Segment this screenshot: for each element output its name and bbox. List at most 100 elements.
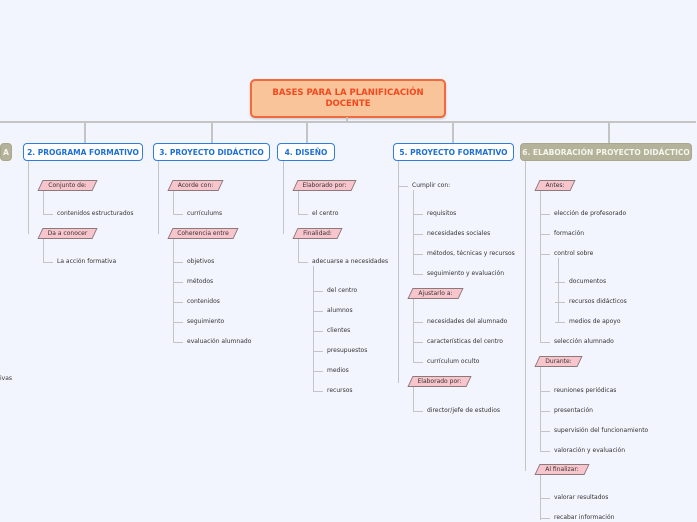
main-topic-2[interactable]: 2. PROGRAMA FORMATIVO	[23, 143, 143, 161]
connector-line	[398, 186, 408, 187]
connector-line	[540, 191, 541, 343]
main-topic-1[interactable]: A	[0, 143, 12, 161]
subtopic-label[interactable]: Durante:	[537, 356, 580, 367]
connector-line	[298, 191, 299, 215]
connector-line	[173, 322, 183, 323]
main-topic-5[interactable]: 5. PROYECTO FORMATIVO	[393, 143, 514, 161]
main-topic-6[interactable]: 6. ELABORACIÓN PROYECTO DIDÁCTICO	[520, 143, 692, 161]
root-topic[interactable]: BASES PARA LA PLANIFICACIÓN DOCENTE	[250, 79, 446, 118]
connector-line	[540, 342, 550, 343]
leaf-item[interactable]: del centro	[327, 287, 358, 294]
leaf-item[interactable]: requisitos	[427, 210, 457, 217]
connector-line	[306, 121, 308, 143]
connector-line	[313, 331, 323, 332]
connector-line	[540, 367, 541, 451]
connector-line	[540, 391, 550, 392]
leaf-item[interactable]: medios de apoyo	[569, 318, 621, 325]
leaf-item[interactable]: adecuarse a necesidades	[312, 258, 389, 265]
leaf-item[interactable]: evaluación alumnado	[187, 338, 252, 345]
leaf-item[interactable]: documentos	[569, 278, 607, 285]
subtopic-label[interactable]: Finalidad:	[295, 228, 340, 239]
leaf-item[interactable]: supervisión del funcionamiento	[554, 427, 649, 434]
connector-line	[313, 351, 323, 352]
leaf-item[interactable]: métodos	[187, 278, 214, 285]
subtopic-label[interactable]: Ajustarlo a:	[410, 288, 461, 299]
subtopic-label[interactable]: Conjunto de:	[40, 180, 95, 191]
leaf-item[interactable]: valorar resultados	[554, 494, 609, 501]
leaf-item[interactable]: control sobre	[554, 250, 594, 257]
connector-line	[346, 117, 348, 122]
connector-line	[313, 371, 323, 372]
connector-line	[173, 302, 183, 303]
connector-line	[173, 214, 183, 215]
main-topic-4[interactable]: 4. DISEÑO	[277, 143, 335, 161]
connector-line	[452, 121, 454, 143]
leaf-item[interactable]: contenidos	[187, 298, 220, 305]
connector-line	[313, 311, 323, 312]
leaf-item[interactable]: currículums	[187, 210, 223, 217]
leaf-item[interactable]: medios	[327, 367, 349, 374]
leaf-item[interactable]: presupuestos	[327, 347, 368, 354]
leaf-item[interactable]: presentación	[554, 407, 593, 414]
connector-line	[173, 191, 174, 215]
connector-line	[555, 322, 565, 323]
connector-line	[173, 239, 174, 343]
leaf-item[interactable]: currículum oculto	[427, 358, 480, 365]
leaf-item[interactable]: objetivos	[187, 258, 215, 265]
connector-line	[413, 214, 423, 215]
connector-line	[413, 387, 414, 411]
connector-line	[413, 342, 423, 343]
connector-line	[298, 214, 308, 215]
connector-line	[540, 411, 550, 412]
leaf-item[interactable]: elección de profesorado	[554, 210, 627, 217]
leaf-item[interactable]: clientes	[327, 327, 351, 334]
subtopic-label[interactable]: Elaborado por:	[295, 180, 354, 191]
leaf-item[interactable]: selección alumnado	[554, 338, 614, 345]
leaf-item[interactable]: recabar información	[554, 514, 615, 521]
connector-line	[398, 161, 399, 383]
leaf-item[interactable]: recursos	[327, 387, 353, 394]
subtopic-label[interactable]: Elaborado por:	[410, 376, 469, 387]
connector-line	[540, 254, 550, 255]
connector-line	[555, 282, 565, 283]
connector-line	[558, 258, 559, 322]
connector-line	[84, 121, 86, 143]
connector-line	[173, 342, 183, 343]
main-topic-3[interactable]: 3. PROYECTO DIDÁCTICO	[153, 143, 270, 161]
connector-line	[608, 121, 610, 143]
leaf-item[interactable]: características del centro	[427, 338, 503, 345]
connector-line	[43, 262, 53, 263]
leaf-item[interactable]: necesidades sociales	[427, 230, 491, 237]
connector-line	[313, 391, 323, 392]
connector-line	[413, 322, 423, 323]
connector-line	[283, 161, 284, 234]
subtopic-label[interactable]: Acorde con:	[170, 180, 221, 191]
connector-line	[540, 431, 550, 432]
connector-line	[540, 214, 550, 215]
leaf-item[interactable]: necesidades del alumnado	[427, 318, 508, 325]
leaf-item[interactable]: reuniones periódicas	[554, 387, 617, 394]
connector-line	[540, 475, 541, 520]
leaf-item[interactable]: formación	[554, 230, 585, 237]
subtopic-label[interactable]: Da a conocer	[40, 228, 95, 239]
leaf-item[interactable]: seguimiento	[187, 318, 225, 325]
cut-off-text[interactable]: ivas	[0, 375, 13, 382]
leaf-item[interactable]: contenidos estructurados	[57, 210, 134, 217]
leaf-item[interactable]: alumnos	[327, 307, 353, 314]
subtopic-text[interactable]: Cumplir con:	[412, 182, 451, 189]
connector-line	[540, 451, 550, 452]
connector-line	[43, 214, 53, 215]
leaf-item[interactable]: seguimiento y evaluación	[427, 270, 504, 277]
connector-line	[413, 234, 423, 235]
connector-line	[313, 266, 314, 392]
leaf-item[interactable]: valoración y evaluación	[554, 447, 626, 454]
subtopic-label[interactable]: Antes:	[537, 180, 573, 191]
leaf-item[interactable]: métodos, técnicas y recursos	[427, 250, 515, 257]
subtopic-label[interactable]: Coherencia entre	[170, 228, 236, 239]
leaf-item[interactable]: el centro	[312, 210, 339, 217]
connector-line	[608, 121, 696, 123]
leaf-item[interactable]: La acción formativa	[57, 258, 117, 265]
leaf-item[interactable]: recursos didácticos	[569, 298, 627, 305]
subtopic-label[interactable]: Al finalizar:	[537, 464, 587, 475]
leaf-item[interactable]: director/jefe de estudios	[427, 407, 501, 414]
